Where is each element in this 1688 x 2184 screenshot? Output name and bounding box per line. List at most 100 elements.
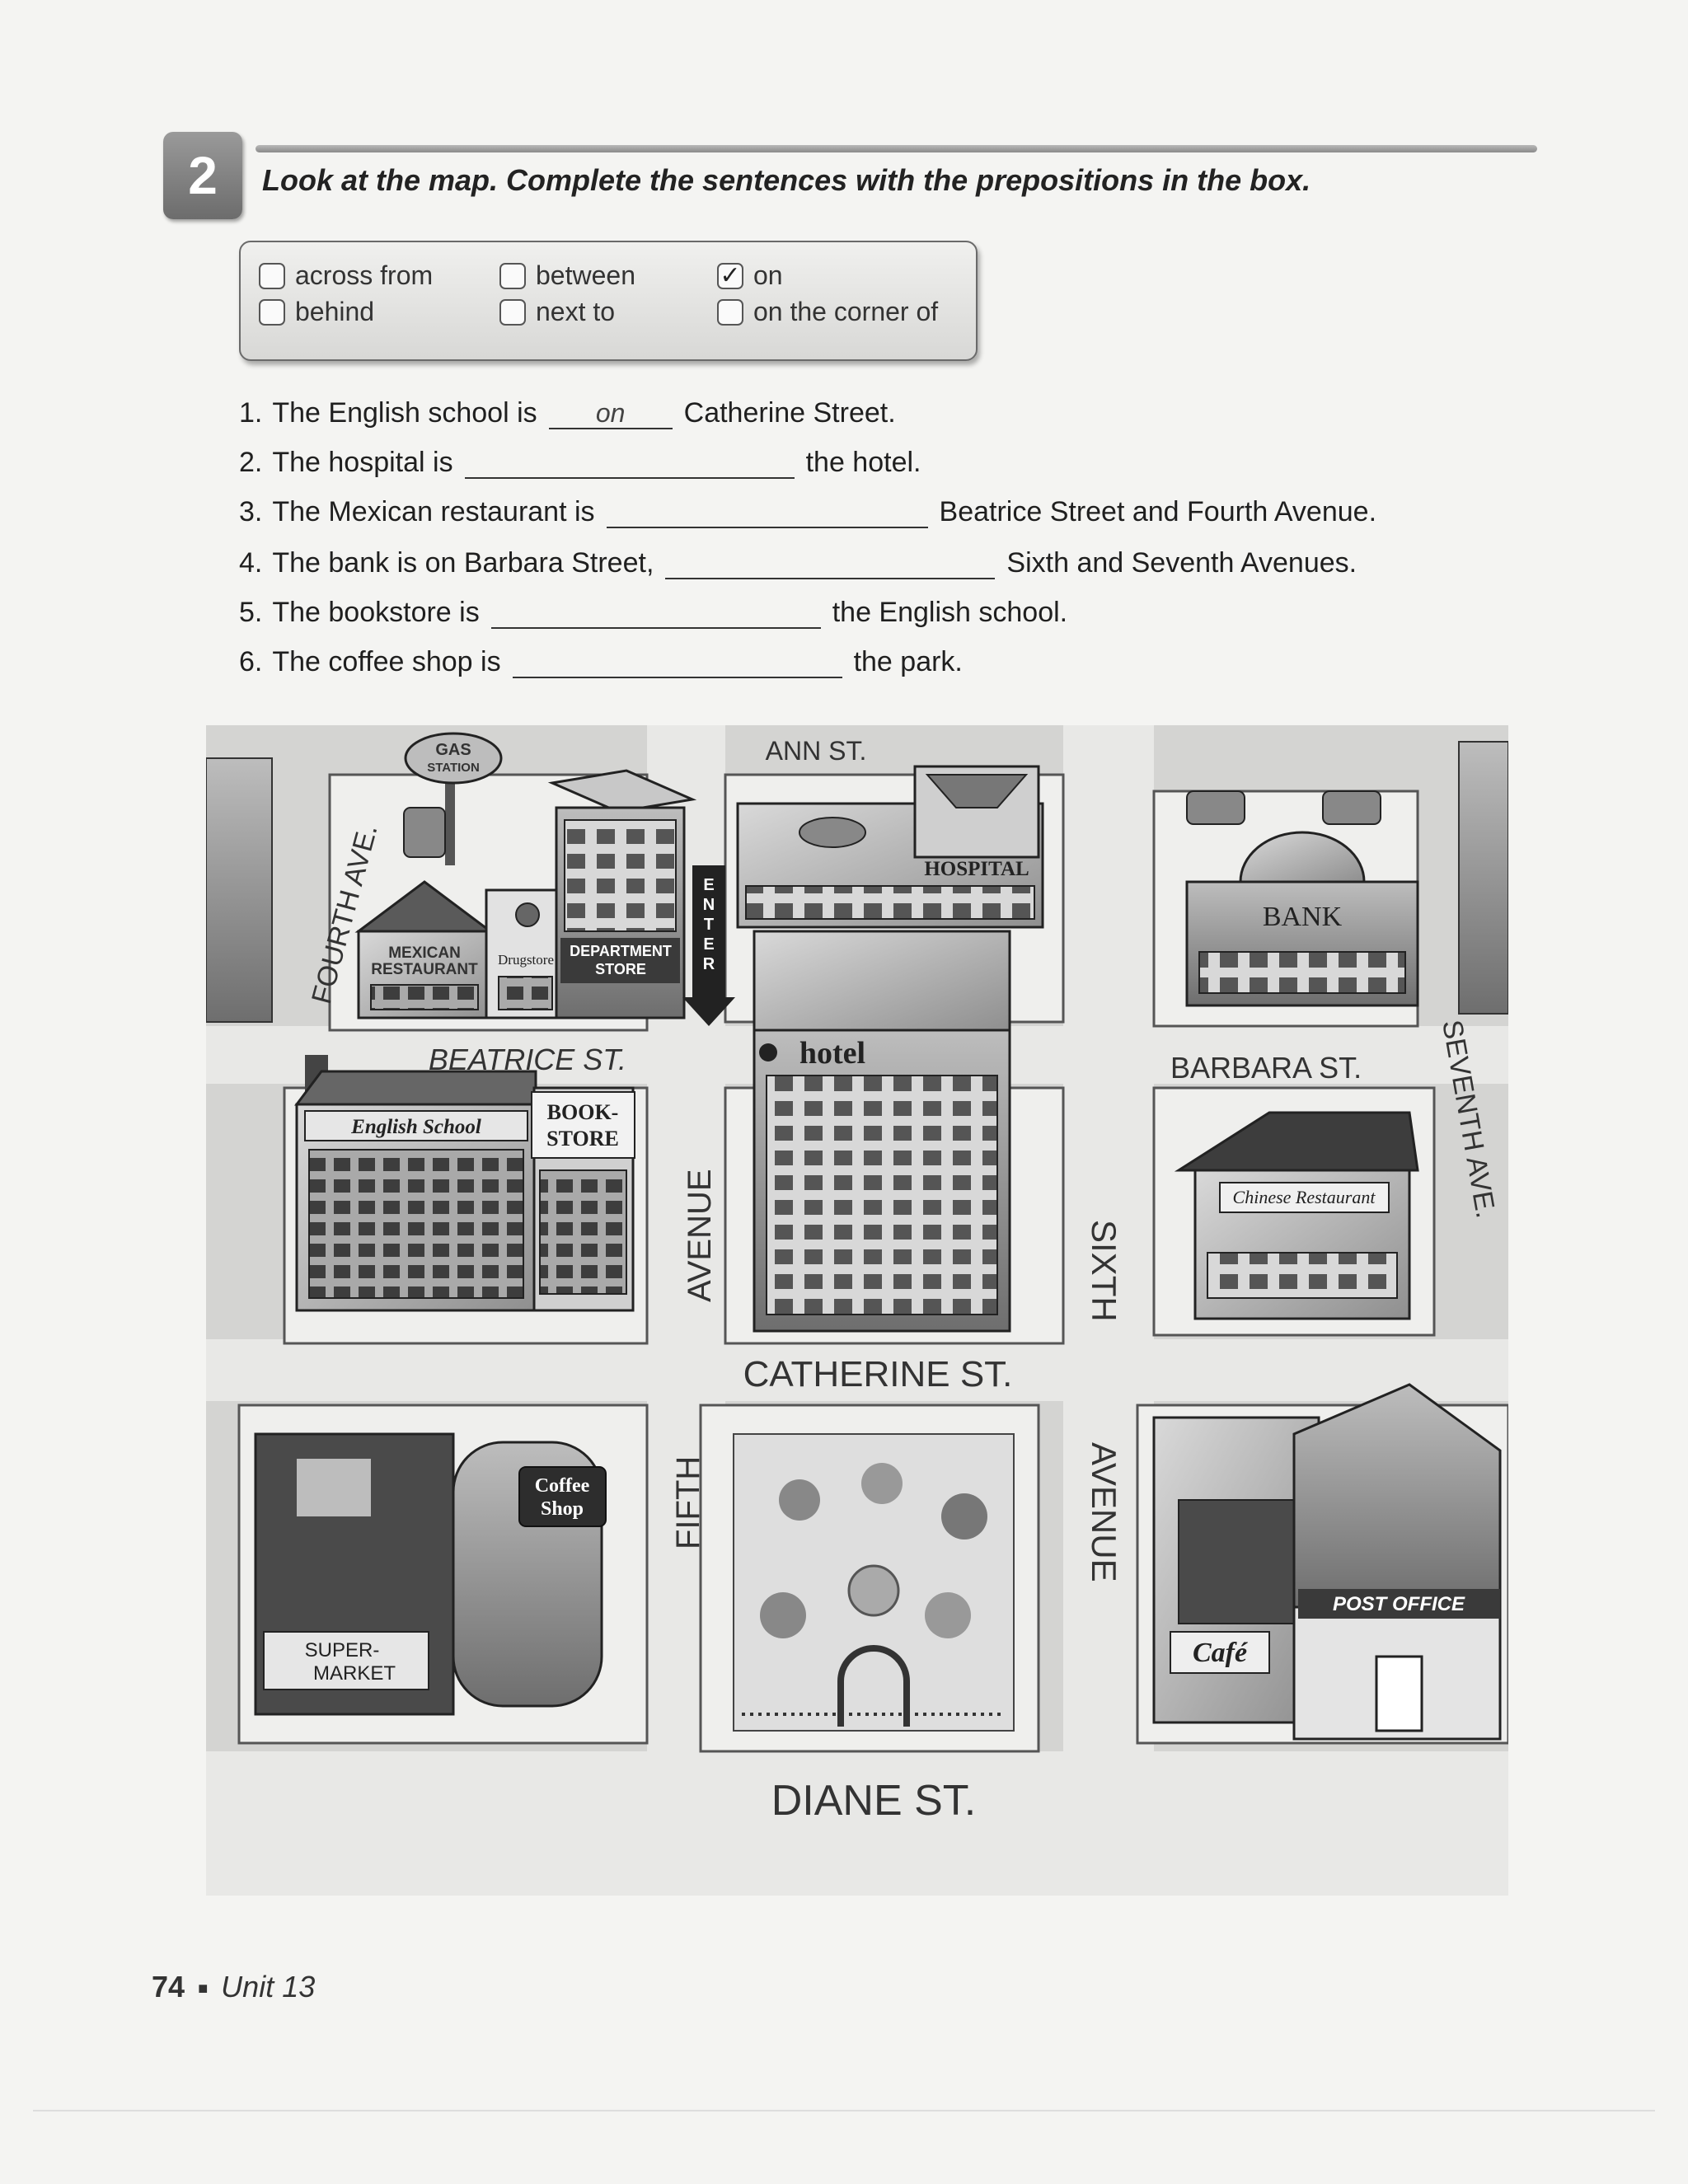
coffee-shop-label: Shop (541, 1498, 584, 1520)
cafe-window (1178, 1499, 1303, 1624)
car-icon (1186, 790, 1245, 825)
hospital-label: HOSPITAL (924, 858, 1029, 880)
sign-band (560, 938, 680, 983)
street-label-fifth-avenue: AVENUE (682, 1169, 718, 1302)
diane-street (206, 1751, 1508, 1896)
tree-icon (779, 1479, 820, 1521)
cafe-label: Café (1193, 1638, 1249, 1668)
school-sign (304, 1110, 528, 1141)
clock-icon (515, 902, 540, 927)
answer-blank[interactable] (464, 448, 795, 479)
coffee-shop-label: Coffee (535, 1475, 590, 1497)
word-label: on (753, 260, 783, 290)
word-label: behind (295, 297, 375, 326)
sentence-text: The coffee shop is (272, 646, 501, 677)
post-office-door (1375, 1655, 1423, 1732)
word-label: next to (536, 297, 616, 326)
sentence-text: Sixth and Seventh Avenues. (1006, 547, 1357, 579)
sentence-2: 2. The hospital is the hotel. (239, 447, 921, 479)
enter-letter: N (703, 896, 715, 914)
supermarket-label: MARKET (313, 1662, 396, 1685)
footer-separator-icon: ■ (198, 1979, 209, 1998)
exercise-number: 2 (188, 146, 218, 205)
bookstore-label: BOOK- (547, 1100, 619, 1124)
answer-blank[interactable] (606, 497, 928, 528)
gas-station: GAS STATION (403, 732, 503, 865)
answer-blank[interactable] (665, 548, 996, 579)
sentence-number: 4. (239, 547, 263, 579)
enter-letter: T (704, 916, 714, 934)
mexican-restaurant: MEXICAN RESTAURANT (354, 880, 495, 1019)
mexican-restaurant-label: MEXICAN (388, 944, 461, 962)
windows (766, 1075, 998, 1315)
answer-blank[interactable] (512, 647, 842, 678)
exercise-instructions: Look at the map. Complete the sentences … (262, 163, 1311, 197)
skylight (297, 1459, 371, 1516)
post-office-roof (1292, 1383, 1502, 1609)
sentence-4: 4. The bank is on Barbara Street, Sixth … (239, 547, 1357, 579)
edge-building (205, 757, 273, 1023)
department-store: DEPARTMENT STORE (547, 769, 697, 1019)
word-option-on-the-corner-of[interactable]: on the corner of (717, 297, 938, 327)
sentence-text: Catherine Street. (683, 397, 896, 429)
windows (308, 1149, 524, 1299)
roof (925, 774, 1029, 808)
check-mark-icon: ✓ (720, 262, 741, 289)
gas-station-label: STATION (427, 761, 480, 775)
hotel-logo-icon (759, 1043, 777, 1062)
restaurant-sign (1219, 1182, 1390, 1213)
coffee-shop: Coffee Shop (452, 1441, 607, 1708)
word-option-across-from[interactable]: across from (259, 260, 433, 291)
fountain-icon (847, 1564, 900, 1617)
sentence-text: The hospital is (272, 447, 453, 478)
street-label-barbara: BARBARA ST. (1170, 1051, 1362, 1085)
car-icon (1322, 790, 1381, 825)
windows (745, 885, 1035, 920)
catherine-street (206, 1339, 1508, 1401)
tree-icon (760, 1592, 806, 1638)
windows (370, 984, 479, 1010)
gas-station-label: GAS (435, 741, 471, 759)
bank: BANK (1185, 790, 1419, 1007)
tree-icon (925, 1592, 971, 1638)
english-school-label: English School (350, 1116, 481, 1138)
checkbox-icon[interactable] (259, 262, 285, 289)
english-school: English School (294, 1055, 537, 1312)
cafe-sign (1170, 1631, 1270, 1674)
street-label-ann: ANN ST. (766, 736, 867, 766)
bookstore-label: STORE (546, 1127, 619, 1151)
windows (539, 1169, 627, 1295)
word-option-next-to[interactable]: next to (499, 297, 615, 327)
sentence-text: Beatrice Street and Fourth Avenue. (939, 496, 1377, 527)
word-option-between[interactable]: between (499, 260, 635, 291)
sentence-3: 3. The Mexican restaurant is Beatrice St… (239, 496, 1376, 528)
word-option-behind[interactable]: behind (259, 297, 374, 327)
word-label: across from (295, 260, 434, 290)
sentence-number: 3. (239, 496, 263, 527)
hotel: hotel (753, 930, 1011, 1333)
answer-blank[interactable] (490, 598, 821, 629)
sentence-text: The bank is on Barbara Street, (272, 547, 654, 579)
supermarket: SUPER- MARKET (254, 1432, 455, 1716)
checkbox-icon[interactable] (499, 298, 526, 326)
enter-letter: R (703, 955, 715, 973)
hotel-label: hotel (799, 1036, 865, 1071)
arrow-down-icon (682, 865, 735, 1026)
sentence-text: The bookstore is (272, 597, 480, 628)
checkbox-checked-icon[interactable]: ✓ (717, 262, 743, 289)
checkbox-icon[interactable] (717, 298, 743, 326)
windows (564, 819, 677, 932)
checkbox-icon[interactable] (259, 298, 285, 326)
enter-letter: E (703, 935, 714, 954)
checkbox-icon[interactable] (499, 262, 526, 289)
chinese-restaurant: Chinese Restaurant (1174, 1111, 1419, 1320)
answer-blank[interactable]: on (548, 398, 673, 429)
coffee-shop-sign (518, 1466, 607, 1527)
sentence-number: 2. (239, 447, 263, 478)
chinese-restaurant-label: Chinese Restaurant (1233, 1187, 1376, 1207)
word-option-on[interactable]: ✓ on (717, 260, 783, 291)
enter-letter: E (703, 876, 714, 894)
word-label: between (536, 260, 635, 290)
street-label-sixth: SIXTH (1085, 1220, 1123, 1322)
